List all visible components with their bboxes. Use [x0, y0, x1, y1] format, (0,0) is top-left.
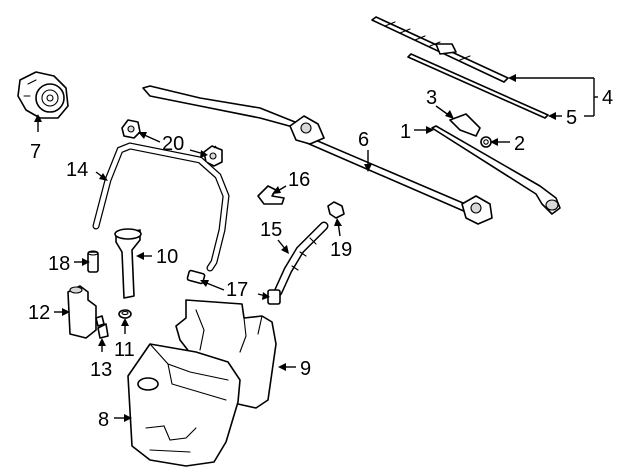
callout-9: 9 — [300, 358, 311, 380]
callout-6: 6 — [358, 129, 369, 151]
callout-labels: 1 2 3 4 5 6 7 8 9 10 11 12 13 14 15 16 1… — [28, 87, 613, 431]
arm-cap — [449, 113, 481, 137]
wiper-blade-refill — [407, 53, 549, 119]
sleeve — [87, 250, 99, 273]
washer-reservoir — [127, 343, 241, 467]
callout-4: 4 — [602, 87, 613, 109]
callout-10: 10 — [156, 246, 178, 268]
callout-17: 17 — [226, 279, 248, 301]
callout-1: 1 — [400, 121, 411, 143]
filler-neck — [114, 228, 142, 299]
callout-19: 19 — [330, 239, 352, 261]
callout-5: 5 — [566, 107, 577, 129]
callout-18: 18 — [48, 253, 70, 275]
callout-20: 20 — [162, 133, 184, 155]
leader-lines — [34, 74, 598, 422]
callout-2: 2 — [514, 133, 525, 155]
callout-12: 12 — [28, 302, 50, 324]
wiper-blade-assembly — [371, 16, 509, 83]
pump-grommet — [118, 309, 132, 319]
wiper-motor — [17, 71, 69, 119]
washer-pump — [67, 285, 105, 339]
wiper-linkage — [142, 85, 493, 225]
arm-nut — [480, 136, 492, 148]
reservoir-shield — [175, 299, 277, 409]
wiper-arm — [431, 125, 561, 215]
callout-8: 8 — [98, 409, 109, 431]
callout-14: 14 — [66, 159, 88, 181]
callout-7: 7 — [30, 141, 41, 163]
callout-11: 11 — [114, 339, 135, 361]
washer-nozzle-left — [121, 119, 141, 139]
pump-clip — [97, 323, 109, 339]
callout-13: 13 — [90, 359, 112, 381]
callout-15: 15 — [260, 219, 282, 241]
hose-connector — [257, 185, 285, 205]
washer-hose-upper — [92, 142, 230, 272]
washer-hose-lower — [273, 221, 329, 297]
callout-3: 3 — [426, 87, 437, 109]
hose-fitting — [327, 201, 345, 219]
callout-16: 16 — [288, 169, 310, 191]
